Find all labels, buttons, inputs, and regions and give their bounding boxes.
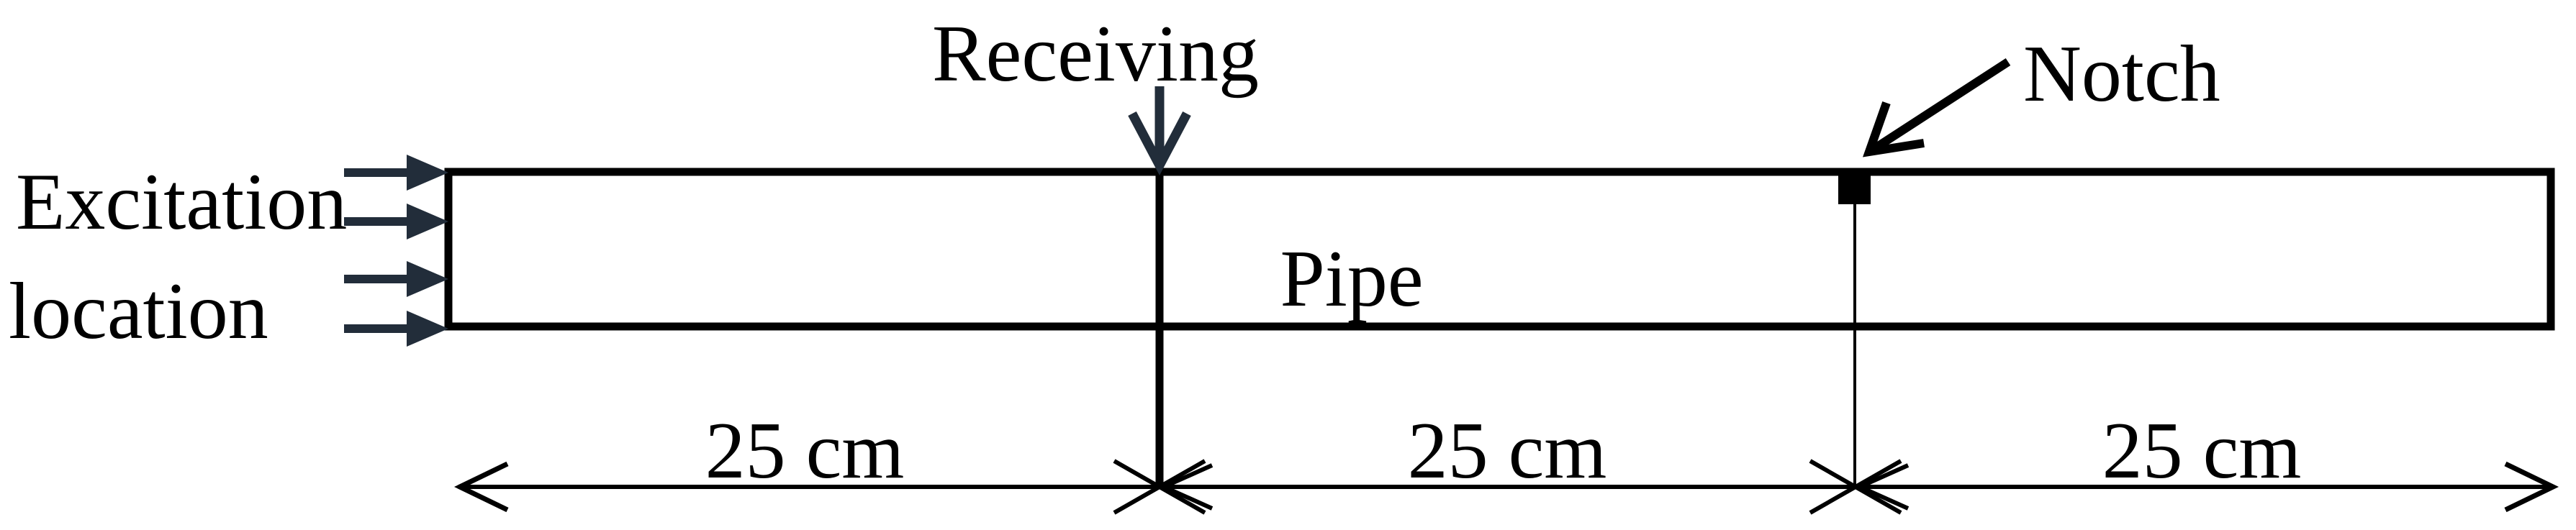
notch-label: Notch bbox=[2023, 29, 2220, 119]
excitation-arrowhead-icon bbox=[407, 311, 448, 347]
receiving-arrow-icon bbox=[1128, 86, 1191, 175]
dimension-arrow-right-icon bbox=[2504, 461, 2559, 513]
dimension-tick-receiving-icon bbox=[1113, 459, 1214, 515]
dimension-label-2: 25 cm bbox=[1408, 406, 1607, 495]
pipe-label: Pipe bbox=[1280, 234, 1423, 324]
notch-square bbox=[1838, 172, 1871, 204]
excitation-arrowhead-icon bbox=[407, 261, 448, 297]
notch-pointer-arrow-icon bbox=[1862, 58, 2011, 157]
dimension-arrow-left-icon bbox=[453, 461, 509, 513]
excitation-label-line2: location bbox=[9, 267, 268, 356]
dimension-tick-notch-icon bbox=[1809, 459, 1910, 515]
dimension-label-1: 25 cm bbox=[705, 406, 905, 495]
receiving-label: Receiving bbox=[932, 9, 1259, 99]
excitation-label-line1: Excitation bbox=[16, 157, 347, 247]
pipe-outline bbox=[444, 168, 2555, 331]
excitation-arrowhead-icon bbox=[407, 204, 448, 239]
excitation-arrow-heads bbox=[407, 155, 448, 347]
excitation-arrowhead-icon bbox=[407, 155, 448, 191]
excitation-arrow-shafts bbox=[344, 168, 412, 333]
dimension-label-3: 25 cm bbox=[2102, 406, 2302, 495]
